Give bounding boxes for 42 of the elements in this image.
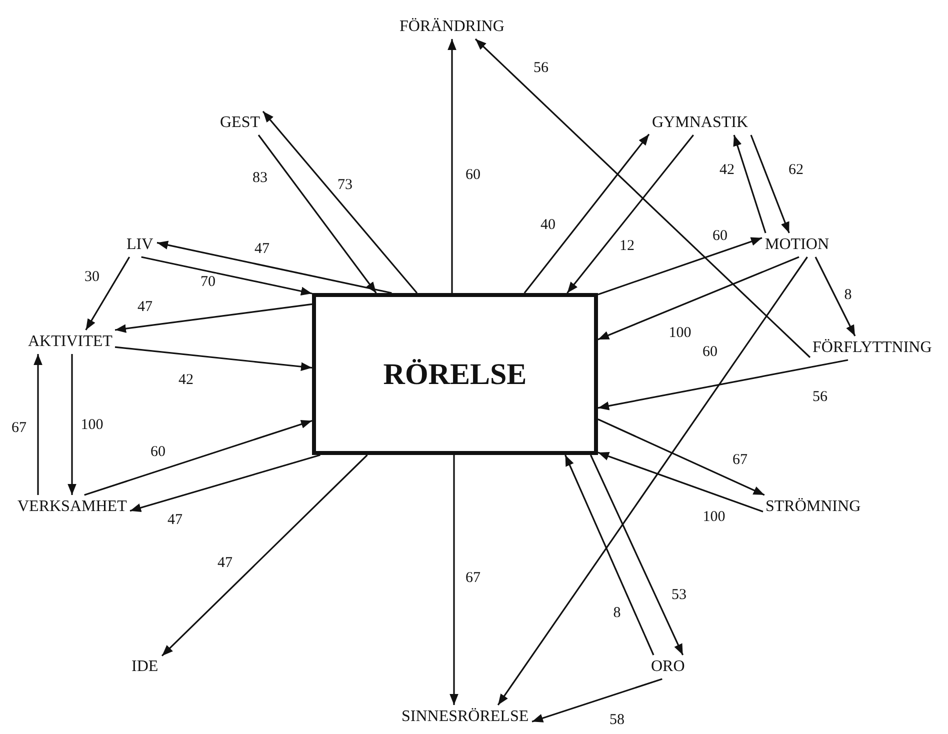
arrow [141, 256, 312, 296]
arrow [114, 346, 312, 371]
central-box: RÖRELSE [312, 293, 598, 455]
concept-label: VERKSAMHET [14, 495, 130, 519]
concept-label: GYMNASTIK [649, 111, 751, 135]
concept-label: FÖRÄNDRING [396, 15, 508, 39]
concept-label: SINNESRÖRELSE [398, 705, 532, 729]
arrow [448, 39, 456, 293]
arrow [598, 418, 765, 496]
concept-label: MOTION [762, 233, 832, 257]
arrow [450, 455, 458, 705]
arrow [497, 256, 808, 706]
arrow [566, 134, 694, 294]
concept-label: AKTIVITET [25, 330, 116, 354]
concept-label: LIV [124, 233, 156, 257]
concept-label: GEST [217, 111, 263, 135]
arrow [532, 678, 662, 722]
concept-label: ORO [648, 655, 688, 679]
arrow [161, 454, 368, 656]
arrow [68, 354, 76, 495]
arrow [750, 134, 790, 234]
arrow [474, 38, 811, 358]
arrow [84, 420, 312, 496]
arrow [130, 454, 320, 512]
concept-label: IDE [128, 655, 162, 679]
concept-label: STRÖMNING [762, 495, 864, 519]
arrow [598, 256, 800, 340]
arrow [524, 134, 650, 294]
arrow [34, 354, 42, 495]
arrow [733, 134, 766, 234]
concept-label: FÖRFLYTTNING [810, 336, 935, 360]
arrow [598, 237, 762, 296]
arrow [258, 134, 377, 294]
arrow [114, 303, 312, 333]
arrow [598, 452, 764, 512]
arrow [564, 454, 654, 656]
arrow [814, 256, 856, 336]
arrow [598, 359, 848, 410]
arrow [156, 240, 392, 294]
arrow [262, 110, 418, 294]
arrow [590, 454, 684, 656]
arrow [85, 256, 130, 330]
